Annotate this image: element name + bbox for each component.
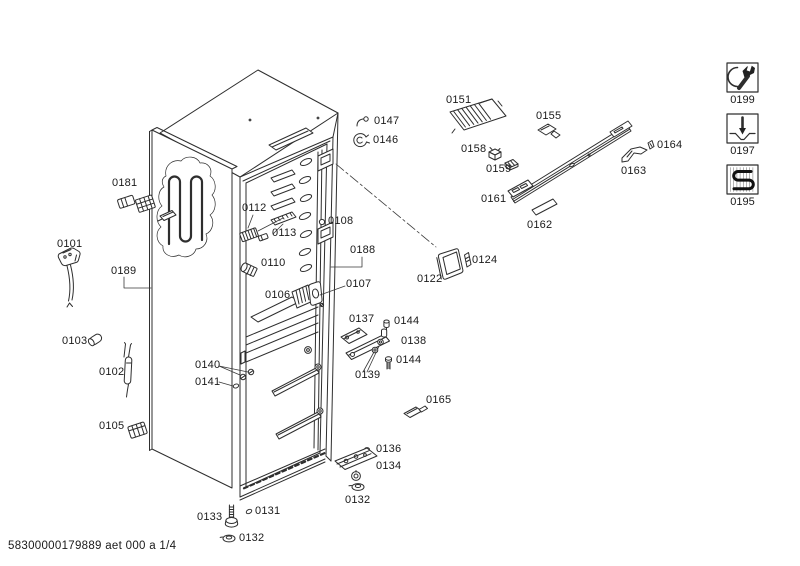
legend-0195-label: 0195 [730,196,755,208]
part-0162-plate [531,198,558,216]
open-end-wrench-icon [726,62,759,93]
part-0139-washers [371,338,384,354]
screwdriver-icon [726,113,759,144]
callout-0189-label: 0189 [111,265,137,277]
part-0133-leveling-foot [224,504,239,528]
callout-0102-label: 0102 [99,366,125,378]
callout-0132-right-label: 0132 [345,494,371,506]
part-0164-clip [647,140,655,150]
callout-0122-label: 0122 [417,273,443,285]
callout-0134-label: 0134 [376,460,402,472]
callout-0140-label: 0140 [195,359,221,371]
part-0131-washer [245,508,253,515]
side-panel-with-evaporator [149,127,238,489]
part-0112-lamp [239,227,259,243]
part-0151-vent-grille [449,98,507,134]
part-0163-bracket [621,146,648,163]
part-0155-bracket [537,123,561,139]
part-0107-cover [308,281,325,308]
callout-0165-label: 0165 [426,394,452,406]
callout-0155-label: 0155 [536,110,562,122]
part-0106-grille [291,284,314,309]
upper-compartment-interior [250,148,334,323]
callout-0110-label: 0110 [261,257,286,269]
callout-0144-bottom-label: 0144 [396,354,422,366]
callout-0164-label: 0164 [657,139,683,151]
part-0102-temperature-sensor [123,342,133,398]
part-0110-bulb [240,262,258,277]
callout-0124-label: 0124 [472,254,498,266]
part-0132-cap-bottom [219,534,236,543]
callout-0147-label: 0147 [374,115,400,127]
callout-0103-label: 0103 [62,335,88,347]
part-0108-grommet [318,218,326,226]
callout-0144-top-label: 0144 [394,315,420,327]
callout-0113-label: 0113 [272,227,297,239]
legend-0197-label: 0197 [730,145,755,157]
part-0144-hinge-screw [385,356,392,370]
callout-0101-label: 0101 [57,238,83,250]
document-code: 58300000179889 aet 000 a 1/4 [8,540,177,552]
callout-0106-label: 0106 [265,289,291,301]
part-0159-clip [504,159,519,171]
callout-0141-label: 0141 [195,376,221,388]
callout-0163-label: 0163 [621,165,647,177]
part-0161-slide-rail [507,120,633,204]
legend-0199-label: 0199 [730,94,755,106]
callout-0139-label: 0139 [355,369,381,381]
legend-icons [726,62,759,195]
part-0165-bracket [403,405,428,418]
part-0101-power-cord [57,247,81,308]
callout-0131-label: 0131 [255,505,281,517]
part-0137-hinge-cover [340,327,368,344]
callout-0108-label: 0108 [328,215,354,227]
callout-0158-label: 0158 [461,143,487,155]
part-0146-clamp [353,133,370,148]
part-0144-hinge-pin [383,319,390,331]
part-0181-connector [117,194,156,213]
callout-0181-label: 0181 [112,177,138,189]
callout-0136-label: 0136 [376,443,402,455]
compartment-divider [245,306,319,363]
callout-0151-label: 0151 [446,94,472,106]
callout-0132-bottom-label: 0132 [239,532,265,544]
callout-0161-label: 0161 [481,193,507,205]
callout-0137-label: 0137 [349,313,375,325]
part-0105-connector-block [127,421,148,439]
callout-0105-label: 0105 [99,420,125,432]
part-0113-pin [257,233,269,242]
callout-0162-label: 0162 [527,219,553,231]
lower-compartment-interior [232,346,326,490]
part-0122-cover-panel [436,248,464,280]
part-0132-cap-right [348,483,365,491]
callout-0146-label: 0146 [373,134,399,146]
callout-0107-label: 0107 [346,278,372,290]
callout-0138-label: 0138 [401,335,427,347]
callout-0188-label: 0188 [350,244,376,256]
part-0134-bottom-hinge [334,447,378,481]
part-0124-clip [464,252,472,268]
heater-coil-icon [726,164,759,195]
callout-0133-label: 0133 [197,511,223,523]
callout-0112-label: 0112 [242,202,267,214]
part-0103-sleeve [87,333,103,347]
part-0158-clip [488,147,502,161]
callout-0159-label: 0159 [486,163,512,175]
part-0147-hook [356,116,369,127]
